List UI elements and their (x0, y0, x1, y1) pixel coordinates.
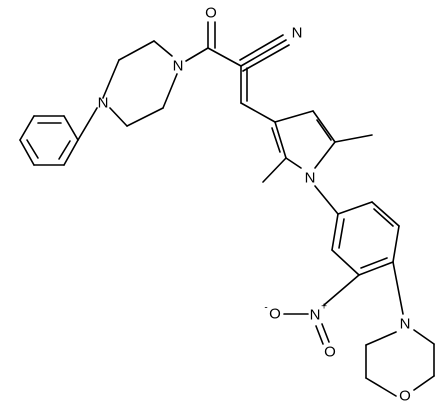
bond (19, 139, 35, 166)
nitro-nitrogen-label: N (310, 307, 321, 324)
piperazine-nitrogen-label: N (173, 58, 184, 75)
bond (314, 141, 336, 169)
bond (413, 375, 435, 391)
carbonyl-oxygen-label: O (205, 5, 217, 22)
nitro-negative-charge: - (264, 303, 267, 314)
bond (240, 39, 287, 67)
bond (365, 331, 397, 346)
bond (312, 110, 336, 143)
bond (271, 127, 281, 153)
bond (185, 47, 209, 62)
bond (274, 121, 287, 159)
nitro-positive-charge: + (321, 302, 327, 313)
phenyl-ring (19, 115, 79, 166)
bond (262, 157, 287, 183)
bond (118, 40, 155, 61)
bond-inner (360, 257, 388, 269)
bond (109, 107, 128, 127)
bond (337, 201, 373, 215)
bond (331, 213, 339, 251)
bond (63, 115, 79, 141)
bond (365, 377, 397, 397)
bond (239, 34, 284, 61)
bond (240, 102, 276, 123)
nitro-oxygen-label: O (269, 306, 281, 323)
morpholine-oxygen-label: O (399, 388, 411, 403)
bond-inner (58, 140, 71, 160)
bond-inner (373, 208, 394, 227)
bond (323, 274, 360, 306)
pyrrole-nitrogen-label: N (305, 170, 316, 187)
bond (316, 119, 332, 141)
bond (207, 47, 242, 67)
bond (334, 134, 373, 143)
nitrile-nitrogen-label: N (292, 25, 303, 42)
bond (321, 323, 330, 343)
bond (19, 115, 35, 141)
bond (392, 261, 404, 315)
bond-inner (338, 218, 345, 249)
bond (358, 261, 394, 276)
bond (77, 107, 98, 141)
bond (63, 139, 79, 166)
bond (331, 249, 360, 276)
bond (413, 329, 435, 345)
morpholine-nitrogen-label: N (400, 316, 411, 333)
aryl-ring (331, 201, 400, 276)
bond-inner (26, 139, 39, 159)
bond (315, 325, 324, 345)
bond (285, 157, 302, 169)
bond (102, 59, 120, 99)
nitro-oxygen-label: O (324, 344, 336, 361)
piperazine-ring (102, 40, 178, 127)
piperazine-nitrogen-label: N (98, 95, 109, 112)
bond (242, 44, 290, 72)
bond (274, 110, 314, 123)
bond (392, 225, 400, 263)
bond (162, 73, 178, 109)
pyrrole-ring (271, 110, 336, 169)
morpholine-ring (365, 329, 435, 397)
bond (153, 40, 173, 57)
bond (371, 201, 400, 227)
bond (314, 185, 339, 215)
bond (126, 107, 164, 127)
